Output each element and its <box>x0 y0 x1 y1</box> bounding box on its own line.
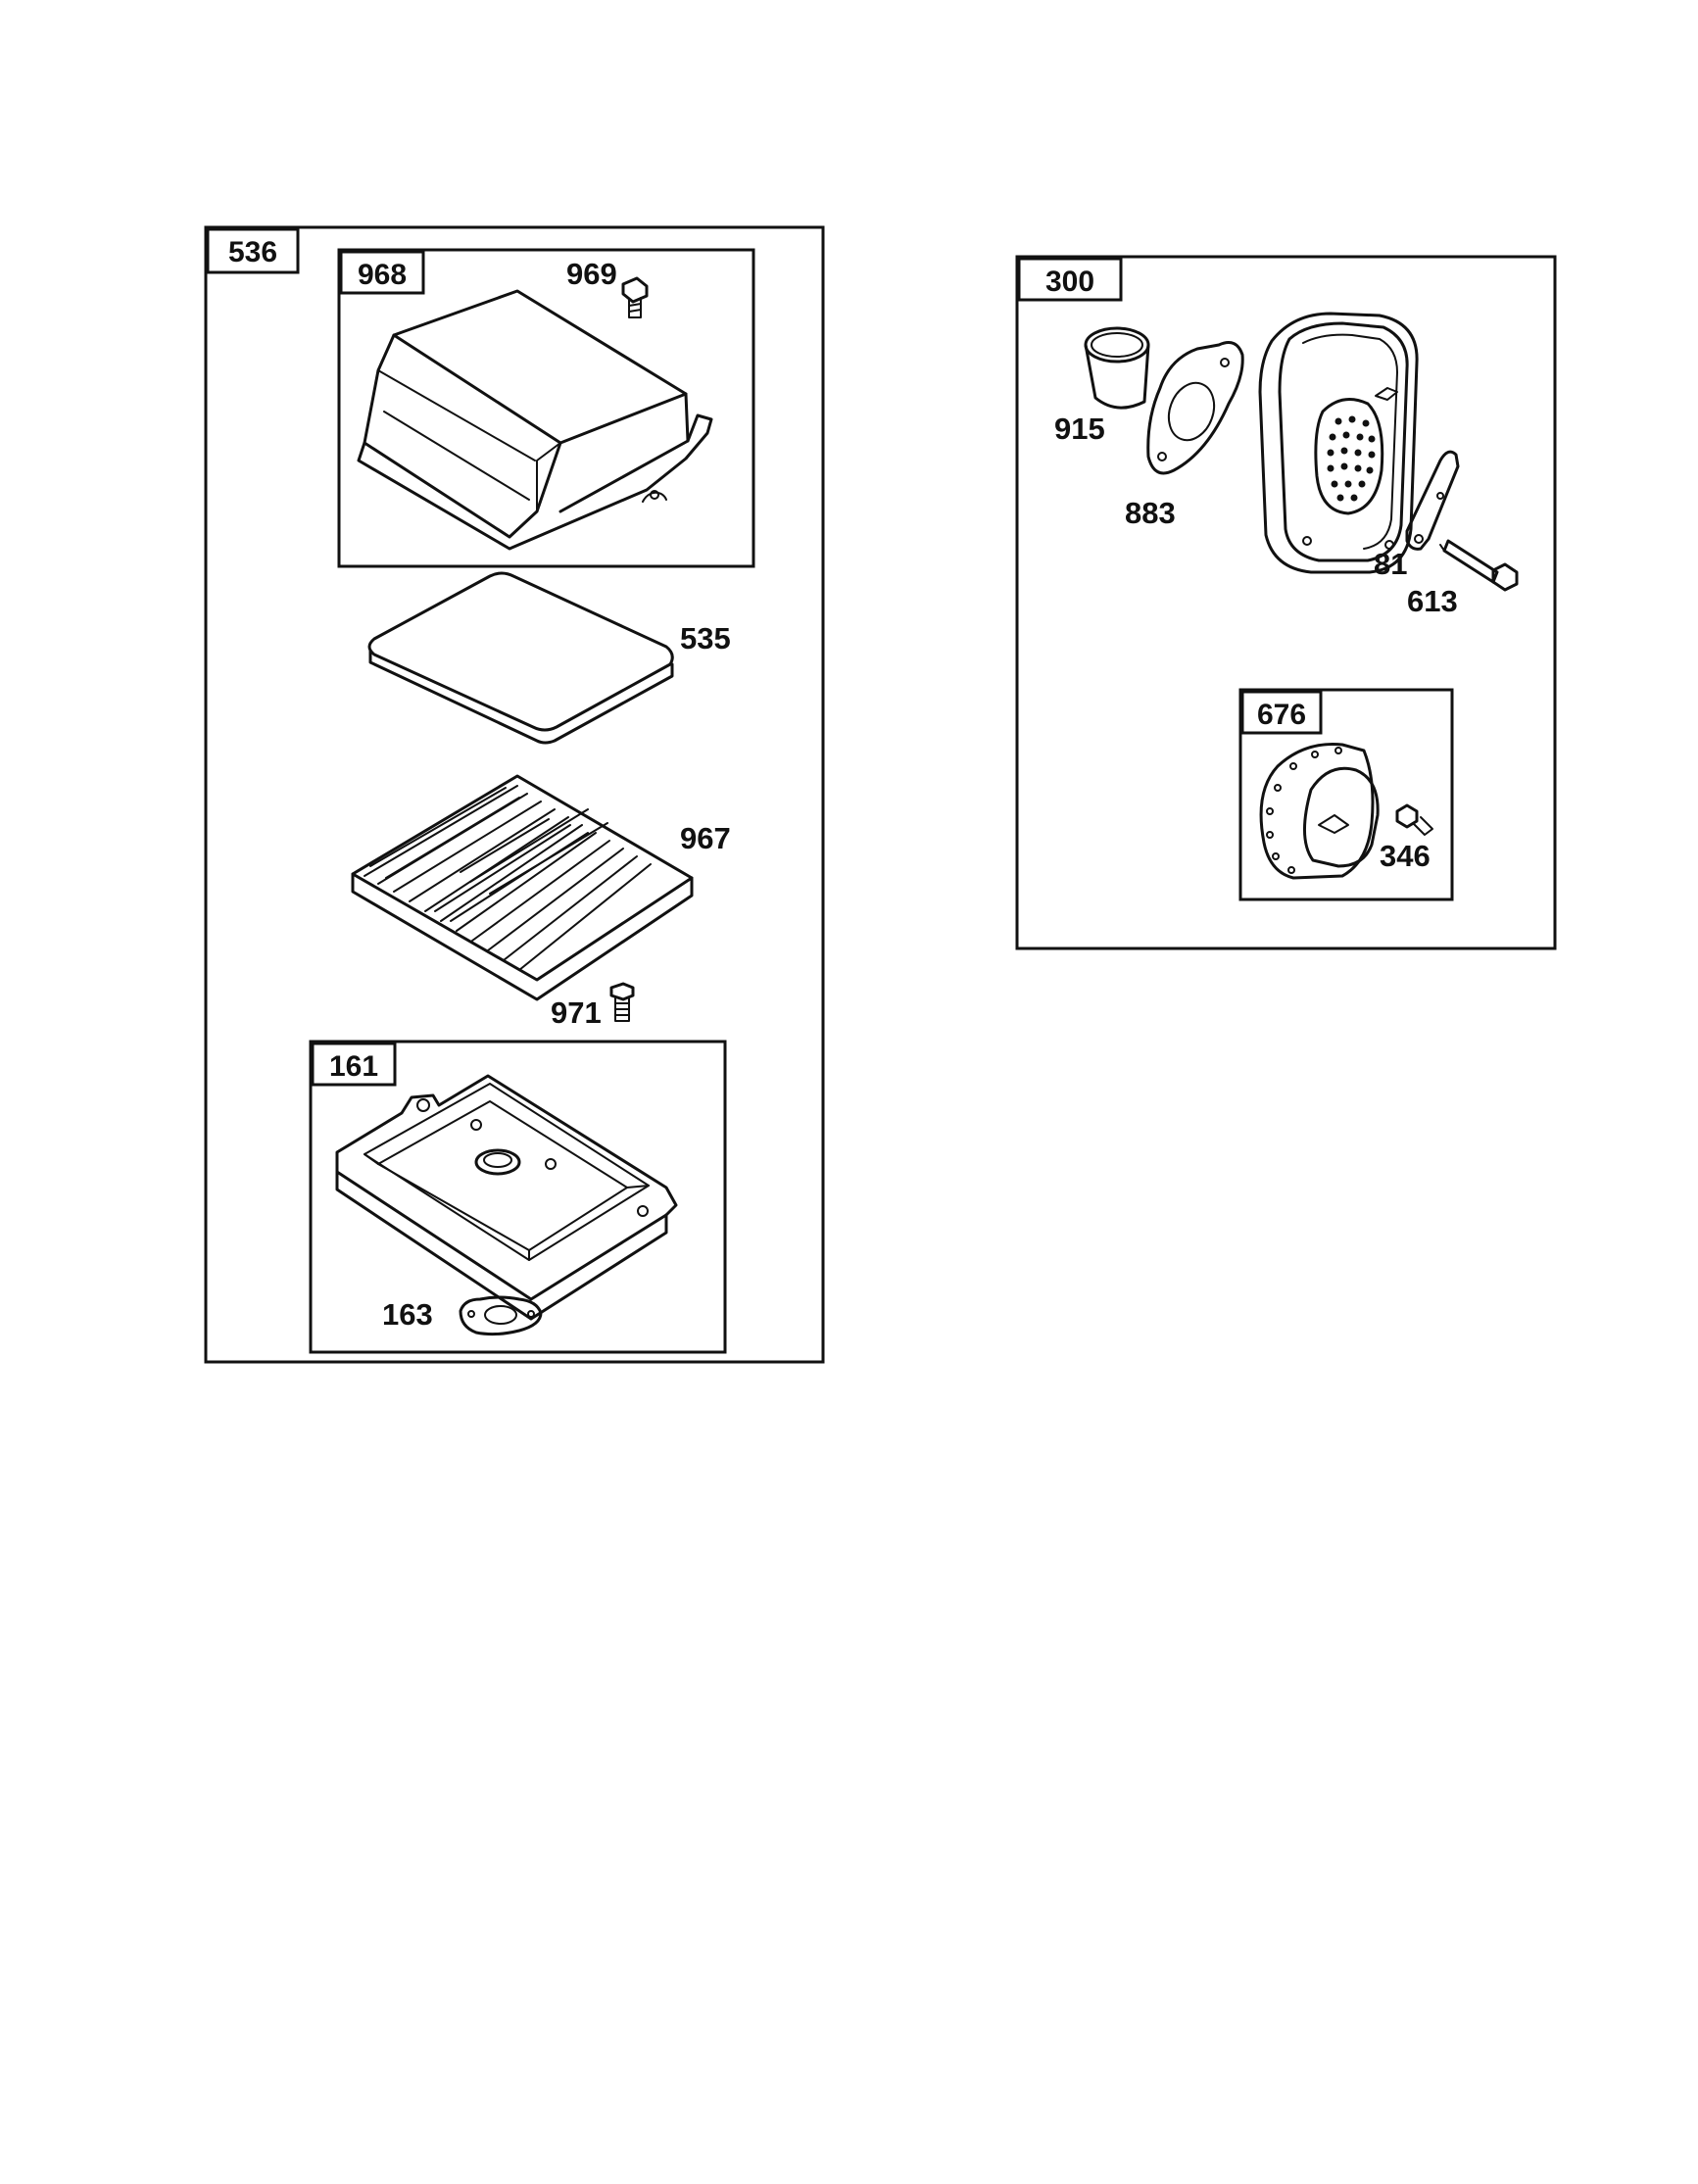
assembly-300: 300 <box>1015 255 1557 950</box>
pre-cleaner-535 <box>367 571 674 745</box>
spark-arrester-deflector <box>1259 742 1380 880</box>
gasket-163-icon <box>459 1295 543 1336</box>
part-967-label: 967 <box>680 821 731 855</box>
part-883-label: 883 <box>1125 496 1176 530</box>
part-163-label: 163 <box>382 1297 433 1332</box>
assembly-676-label: 676 <box>1257 699 1306 731</box>
part-346-label: 346 <box>1380 839 1431 873</box>
assembly-536: 536 <box>204 225 825 1364</box>
muffler <box>1258 312 1419 574</box>
muffler-holes <box>1327 415 1376 502</box>
part-535-label: 535 <box>680 621 731 655</box>
screw-971-icon <box>609 982 635 1022</box>
lock-plate-81 <box>1405 450 1460 551</box>
assembly-161: 161 163 <box>309 1040 727 1354</box>
part-613-label: 613 <box>1407 584 1458 618</box>
assembly-300-label: 300 <box>1045 266 1094 298</box>
gasket-883 <box>1146 341 1244 475</box>
exhaust-pipe-915 <box>1084 326 1150 410</box>
air-cleaner-base <box>335 1074 678 1321</box>
part-971-label: 971 <box>551 995 602 1030</box>
filter-967 <box>351 774 694 1001</box>
part-81-label: 81 <box>1374 547 1407 581</box>
part-969-label: 969 <box>566 257 617 291</box>
part-915-label: 915 <box>1054 412 1105 446</box>
assembly-161-label: 161 <box>329 1050 378 1083</box>
screw-346-icon <box>1395 803 1433 836</box>
screw-969-icon <box>621 276 649 318</box>
bolt-613 <box>1439 539 1519 592</box>
assembly-676: 676 346 <box>1238 688 1454 901</box>
air-cleaner-cover <box>357 289 713 551</box>
assembly-968: 968 969 <box>337 248 755 568</box>
assembly-536-label: 536 <box>228 236 277 268</box>
assembly-968-label: 968 <box>358 259 407 291</box>
